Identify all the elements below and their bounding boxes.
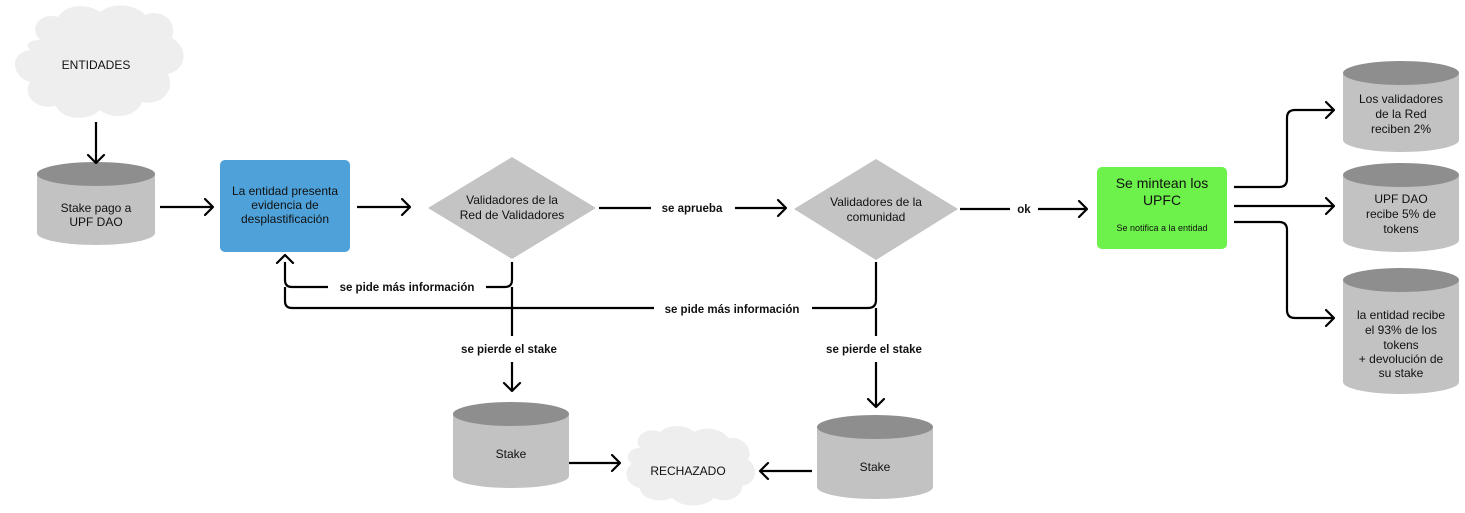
se-mintean-box: Se mintean los UPFC Se notifica a la ent…: [1097, 167, 1227, 249]
entidad-presenta-line-2: evidencia de: [251, 198, 319, 212]
entidades-label: ENTIDADES: [62, 58, 131, 72]
pierde-stake-2-label: se pierde el stake: [826, 344, 922, 356]
edge-mint-to-upf-dao: [1234, 196, 1336, 216]
entidad-recibe-line-4: + devolución de: [1359, 352, 1444, 366]
validadores-reciben-line-1: Los validadores: [1359, 92, 1443, 106]
validadores-red-line-2: Red de Validadores: [460, 208, 565, 222]
validadores-reciben-cylinder: Los validadores de la Red reciben 2%: [1343, 61, 1459, 152]
entidad-presenta-box: La entidad presenta evidencia de desplas…: [220, 160, 350, 252]
entidad-recibe-line-2: el 93% de los: [1365, 323, 1437, 337]
validadores-red-line-1: Validadores de la: [466, 193, 558, 207]
entidad-presenta-line-3: desplastificación: [241, 212, 329, 226]
mas-info-2-label: se pide más información: [665, 304, 800, 316]
upf-dao-recibe-line-1: UPF DAO: [1374, 192, 1427, 206]
validadores-comunidad-diamond: Validadores de la comunidad: [794, 159, 958, 260]
edge-mint-to-entidad: [1234, 220, 1336, 328]
edge-stake1-to-rechazado: [569, 453, 622, 473]
entidad-recibe-line-1: la entidad recibe: [1357, 308, 1445, 322]
edge-entidades-to-stake: [86, 122, 106, 165]
validadores-red-diamond: Validadores de la Red de Validadores: [428, 157, 596, 259]
se-aprueba-label: se aprueba: [662, 203, 723, 215]
edge-mas-info-2: se pide más información: [283, 262, 878, 316]
rechazado-cloud: RECHAZADO: [626, 426, 756, 506]
entidades-cloud: ENTIDADES: [15, 5, 184, 118]
stake-cylinder-2: Stake: [817, 415, 933, 499]
edge-entidad-to-validadores-red: [357, 197, 412, 217]
edge-se-aprueba: se aprueba: [599, 198, 788, 218]
stake-cylinder-1: Stake: [453, 402, 569, 488]
entidad-recibe-line-3: tokens: [1383, 338, 1418, 352]
edge-stake-to-entidad: [160, 197, 215, 217]
pierde-stake-1-label: se pierde el stake: [461, 344, 557, 356]
edge-ok: ok: [960, 199, 1089, 219]
upf-dao-recibe-line-3: tokens: [1383, 222, 1418, 236]
upf-dao-recibe-cylinder: UPF DAO recibe 5% de tokens: [1343, 163, 1459, 252]
validadores-reciben-line-2: de la Red: [1375, 107, 1426, 121]
se-mintean-line-2: UPFC: [1143, 192, 1181, 208]
edge-stake2-to-rechazado: [758, 461, 812, 481]
validadores-reciben-line-3: reciben 2%: [1371, 122, 1431, 136]
validadores-comunidad-line-1: Validadores de la: [830, 195, 922, 209]
stake-1-label: Stake: [496, 447, 527, 461]
edge-pierde-stake-1: se pierde el stake: [461, 287, 557, 393]
stake-pago-line-2: UPF DAO: [69, 215, 122, 229]
edge-mint-to-validadores: [1234, 100, 1336, 189]
stake-2-label: Stake: [860, 460, 891, 474]
entidad-presenta-line-1: La entidad presenta: [232, 184, 338, 198]
ok-label: ok: [1017, 204, 1031, 216]
edge-mas-info-1: se pide más información: [275, 253, 514, 294]
validadores-comunidad-line-2: comunidad: [847, 210, 906, 224]
edge-pierde-stake-2: se pierde el stake: [826, 308, 922, 409]
upf-dao-recibe-line-2: recibe 5% de: [1366, 207, 1436, 221]
se-notifica-label: Se notifica a la entidad: [1116, 223, 1207, 233]
entidad-recibe-line-5: su stake: [1379, 366, 1424, 380]
rechazado-label: RECHAZADO: [650, 464, 725, 478]
stake-pago-cylinder: Stake pago a UPF DAO: [37, 162, 155, 245]
mas-info-1-label: se pide más información: [340, 282, 475, 294]
entidad-recibe-cylinder: la entidad recibe el 93% de los tokens +…: [1343, 268, 1459, 394]
se-mintean-line-1: Se mintean los: [1116, 175, 1209, 191]
stake-pago-line-1: Stake pago a: [61, 201, 132, 215]
